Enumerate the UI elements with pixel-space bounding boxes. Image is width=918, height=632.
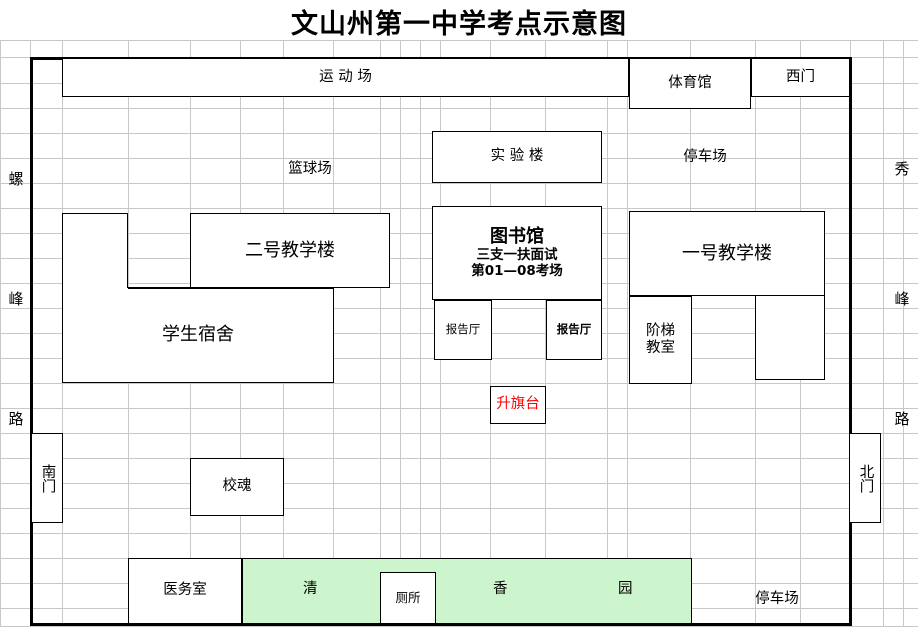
grid-hline-20 xyxy=(0,533,918,534)
road-label-right-char-2: 峰 xyxy=(894,290,910,308)
garden-char-3: 园 xyxy=(618,581,633,597)
gate-west[interactable]: 西门 xyxy=(751,58,850,97)
gate-south[interactable]: 南门 xyxy=(31,433,63,523)
grid-hline-15 xyxy=(0,408,918,409)
grid-hline-24 xyxy=(0,626,918,627)
page-title: 文山州第一中学考点示意图 xyxy=(291,9,627,40)
area-flag-platform[interactable]: 升旗台 xyxy=(490,386,546,424)
area-garden[interactable]: 清 香 园 xyxy=(242,558,692,624)
garden-char-1: 清 xyxy=(303,581,318,597)
grid-hline-14 xyxy=(0,383,918,384)
building-lab[interactable]: 实 验 楼 xyxy=(432,131,602,183)
dorm-wing-divider xyxy=(128,287,334,289)
room-lecture-hall-right[interactable]: 报告厅 xyxy=(546,300,602,360)
building-teaching-2[interactable]: 二号教学楼 xyxy=(190,213,390,288)
grid-hline-6 xyxy=(0,183,918,184)
building-student-dorm[interactable]: 学生宿舍 xyxy=(62,288,334,383)
road-label-right-char-3: 路 xyxy=(894,410,910,428)
building-teaching-1[interactable]: 一号教学楼 xyxy=(629,211,825,296)
road-label-left-char-3: 路 xyxy=(8,410,24,428)
road-label-left-char-1: 螺 xyxy=(8,170,24,188)
grid-hline-19 xyxy=(0,508,918,509)
area-parking-bottom[interactable]: 停车场 xyxy=(755,591,799,608)
road-label-right-char-1: 秀 xyxy=(894,160,910,178)
library-exam-rooms: 第01—08考场 xyxy=(471,262,563,279)
grid-hline-18 xyxy=(0,483,918,484)
road-label-left-char-2: 峰 xyxy=(8,290,24,308)
grid-hline-0 xyxy=(0,40,918,41)
grid-hline-3 xyxy=(0,108,918,109)
area-school-soul[interactable]: 校魂 xyxy=(190,458,284,516)
area-basketball-court[interactable]: 篮球场 xyxy=(288,161,332,178)
room-clinic[interactable]: 医务室 xyxy=(128,558,242,624)
area-gymnasium[interactable]: 体育馆 xyxy=(629,58,751,109)
building-library[interactable]: 图书馆 三支一扶面试 第01—08考场 xyxy=(432,206,602,300)
gate-south-label: 南门 xyxy=(39,463,56,493)
library-title: 图书馆 xyxy=(490,226,544,248)
grid-hline-16 xyxy=(0,433,918,434)
gate-north[interactable]: 北门 xyxy=(849,433,881,523)
room-lecture-hall-left[interactable]: 报告厅 xyxy=(434,300,492,360)
room-stepped-classroom[interactable]: 阶梯 教室 xyxy=(629,296,692,384)
stepped-classroom-line-1: 阶梯 xyxy=(646,322,675,339)
room-toilet[interactable]: 厕所 xyxy=(380,572,436,624)
area-playground[interactable]: 运 动 场 xyxy=(62,58,629,97)
gate-north-label: 北门 xyxy=(857,463,874,493)
area-parking-top[interactable]: 停车场 xyxy=(683,149,727,166)
grid-hline-17 xyxy=(0,458,918,459)
garden-char-2: 香 xyxy=(493,581,508,597)
stepped-classroom-line-2: 教室 xyxy=(646,340,675,356)
building-teaching-1-wing[interactable] xyxy=(755,296,825,380)
library-exam-type: 三支一扶面试 xyxy=(476,246,558,263)
